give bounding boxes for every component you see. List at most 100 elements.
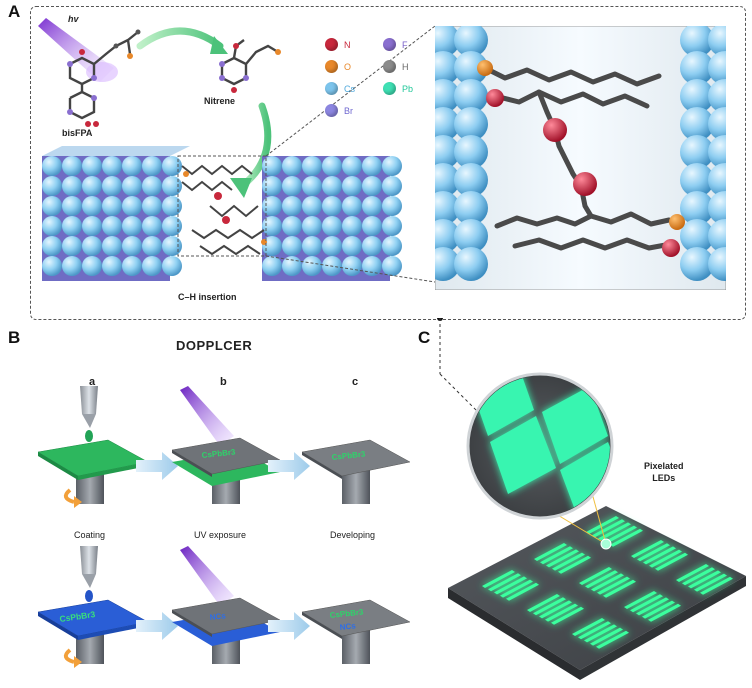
cs-atom (102, 256, 122, 276)
led-pixel-stripe (500, 579, 533, 598)
cs-atom (454, 26, 488, 57)
led-pixel-stripe (506, 582, 539, 601)
led-pixel-stripe (676, 564, 709, 582)
led-pixel-stripe (603, 579, 636, 598)
step-b-letter: b (220, 376, 227, 388)
led-pixel-stripe (494, 576, 527, 595)
led-pixel-stripe (597, 576, 630, 595)
cs-atom (302, 256, 322, 276)
legend-cs-dot (325, 82, 338, 95)
led-pixel-stripe (533, 597, 566, 616)
cs-atom (62, 236, 82, 256)
cs-atom (262, 176, 282, 196)
led-pixel-stripe (624, 591, 657, 609)
cs-atom (282, 176, 302, 196)
cs-atom (42, 196, 62, 216)
cs-atom (342, 236, 362, 256)
cs-atom (454, 163, 488, 197)
cs-atom (435, 79, 460, 113)
cs-atom (680, 107, 714, 141)
cs-atom (435, 191, 460, 225)
cs-atom (382, 156, 402, 176)
cs-atom (162, 176, 182, 196)
cs-atom (322, 176, 342, 196)
led-pixel-stripe (604, 525, 637, 544)
led-pixel-stripe (546, 549, 579, 568)
step-uv-caption: UV exposure (194, 530, 247, 540)
row1-b-text: CsPbBr3 (201, 447, 236, 460)
panel-c-illustration (437, 318, 746, 680)
nitrene-label: Nitrene (204, 96, 236, 106)
led-pixel-stripe (631, 540, 664, 558)
row1-c-text: CsPbBr3 (331, 449, 366, 462)
cs-atom (342, 256, 362, 276)
cs-atom (454, 191, 488, 225)
led-pixel-stripe (579, 567, 612, 585)
led-pixel-stripe (596, 630, 629, 649)
led-pixel-stripe (694, 573, 727, 592)
cs-atom (42, 236, 62, 256)
legend-n: N (325, 38, 351, 51)
cs-atom (454, 219, 488, 253)
led-pixel-stripe (637, 543, 670, 562)
right-nanocrystal (262, 156, 402, 281)
nitrene-molecule (220, 39, 279, 86)
cs-atom (82, 196, 102, 216)
legend-br-label: Br (344, 105, 353, 116)
cs-atom (342, 176, 362, 196)
cs-atom (680, 247, 714, 281)
legend-h-dot (383, 60, 396, 73)
gap-ligands (181, 164, 265, 256)
cs-atom (342, 196, 362, 216)
row2-c-text1: CsPbBr3 (329, 607, 364, 620)
cs-atom (342, 216, 362, 236)
cs-atom (102, 156, 122, 176)
cs-atom (322, 216, 342, 236)
led-pixel-stripe (552, 552, 585, 571)
hv-label: hv (68, 14, 79, 24)
cs-atom (162, 236, 182, 256)
ch-insertion-label: C–H insertion (178, 292, 237, 302)
cs-atom (142, 156, 162, 176)
zoom-box (177, 155, 267, 257)
step-developing-caption: Developing (330, 530, 376, 540)
cs-atom (122, 156, 142, 176)
cs-atom (362, 216, 382, 236)
cs-atom (454, 79, 488, 113)
cs-atom (122, 176, 142, 196)
cs-atom (102, 236, 122, 256)
cs-atom (362, 156, 382, 176)
cs-atom (162, 216, 182, 236)
cs-atom (162, 156, 182, 176)
cs-atom (102, 216, 122, 236)
cs-atom (382, 196, 402, 216)
cs-atom (62, 156, 82, 176)
cs-atom (42, 256, 62, 276)
cs-atom (262, 196, 282, 216)
cs-atom (262, 216, 282, 236)
cs-atom (102, 196, 122, 216)
cs-atom (708, 219, 726, 253)
cs-atom (680, 51, 714, 85)
legend-br: Br (325, 104, 353, 117)
legend-o-label: O (344, 61, 352, 72)
row2-plate-c (301, 599, 411, 637)
cs-atom (42, 156, 62, 176)
cs-atom (102, 176, 122, 196)
cs-atom (680, 135, 714, 169)
led-pixel-stripe (642, 600, 675, 619)
row2-a-text: CsPbBr3 (59, 609, 96, 624)
cs-atom (302, 236, 322, 256)
cs-atom (708, 135, 726, 169)
legend-h: H (383, 60, 409, 73)
cs-atom (342, 156, 362, 176)
cs-atom (142, 256, 162, 276)
cs-atom (302, 176, 322, 196)
cs-atom (708, 163, 726, 197)
cs-atom (122, 256, 142, 276)
cs-atom (454, 51, 488, 85)
legend-o-dot (325, 60, 338, 73)
cs-atom (142, 196, 162, 216)
cs-atom (142, 216, 162, 236)
element-legend: N F O H Cs Pb Br (325, 38, 435, 128)
